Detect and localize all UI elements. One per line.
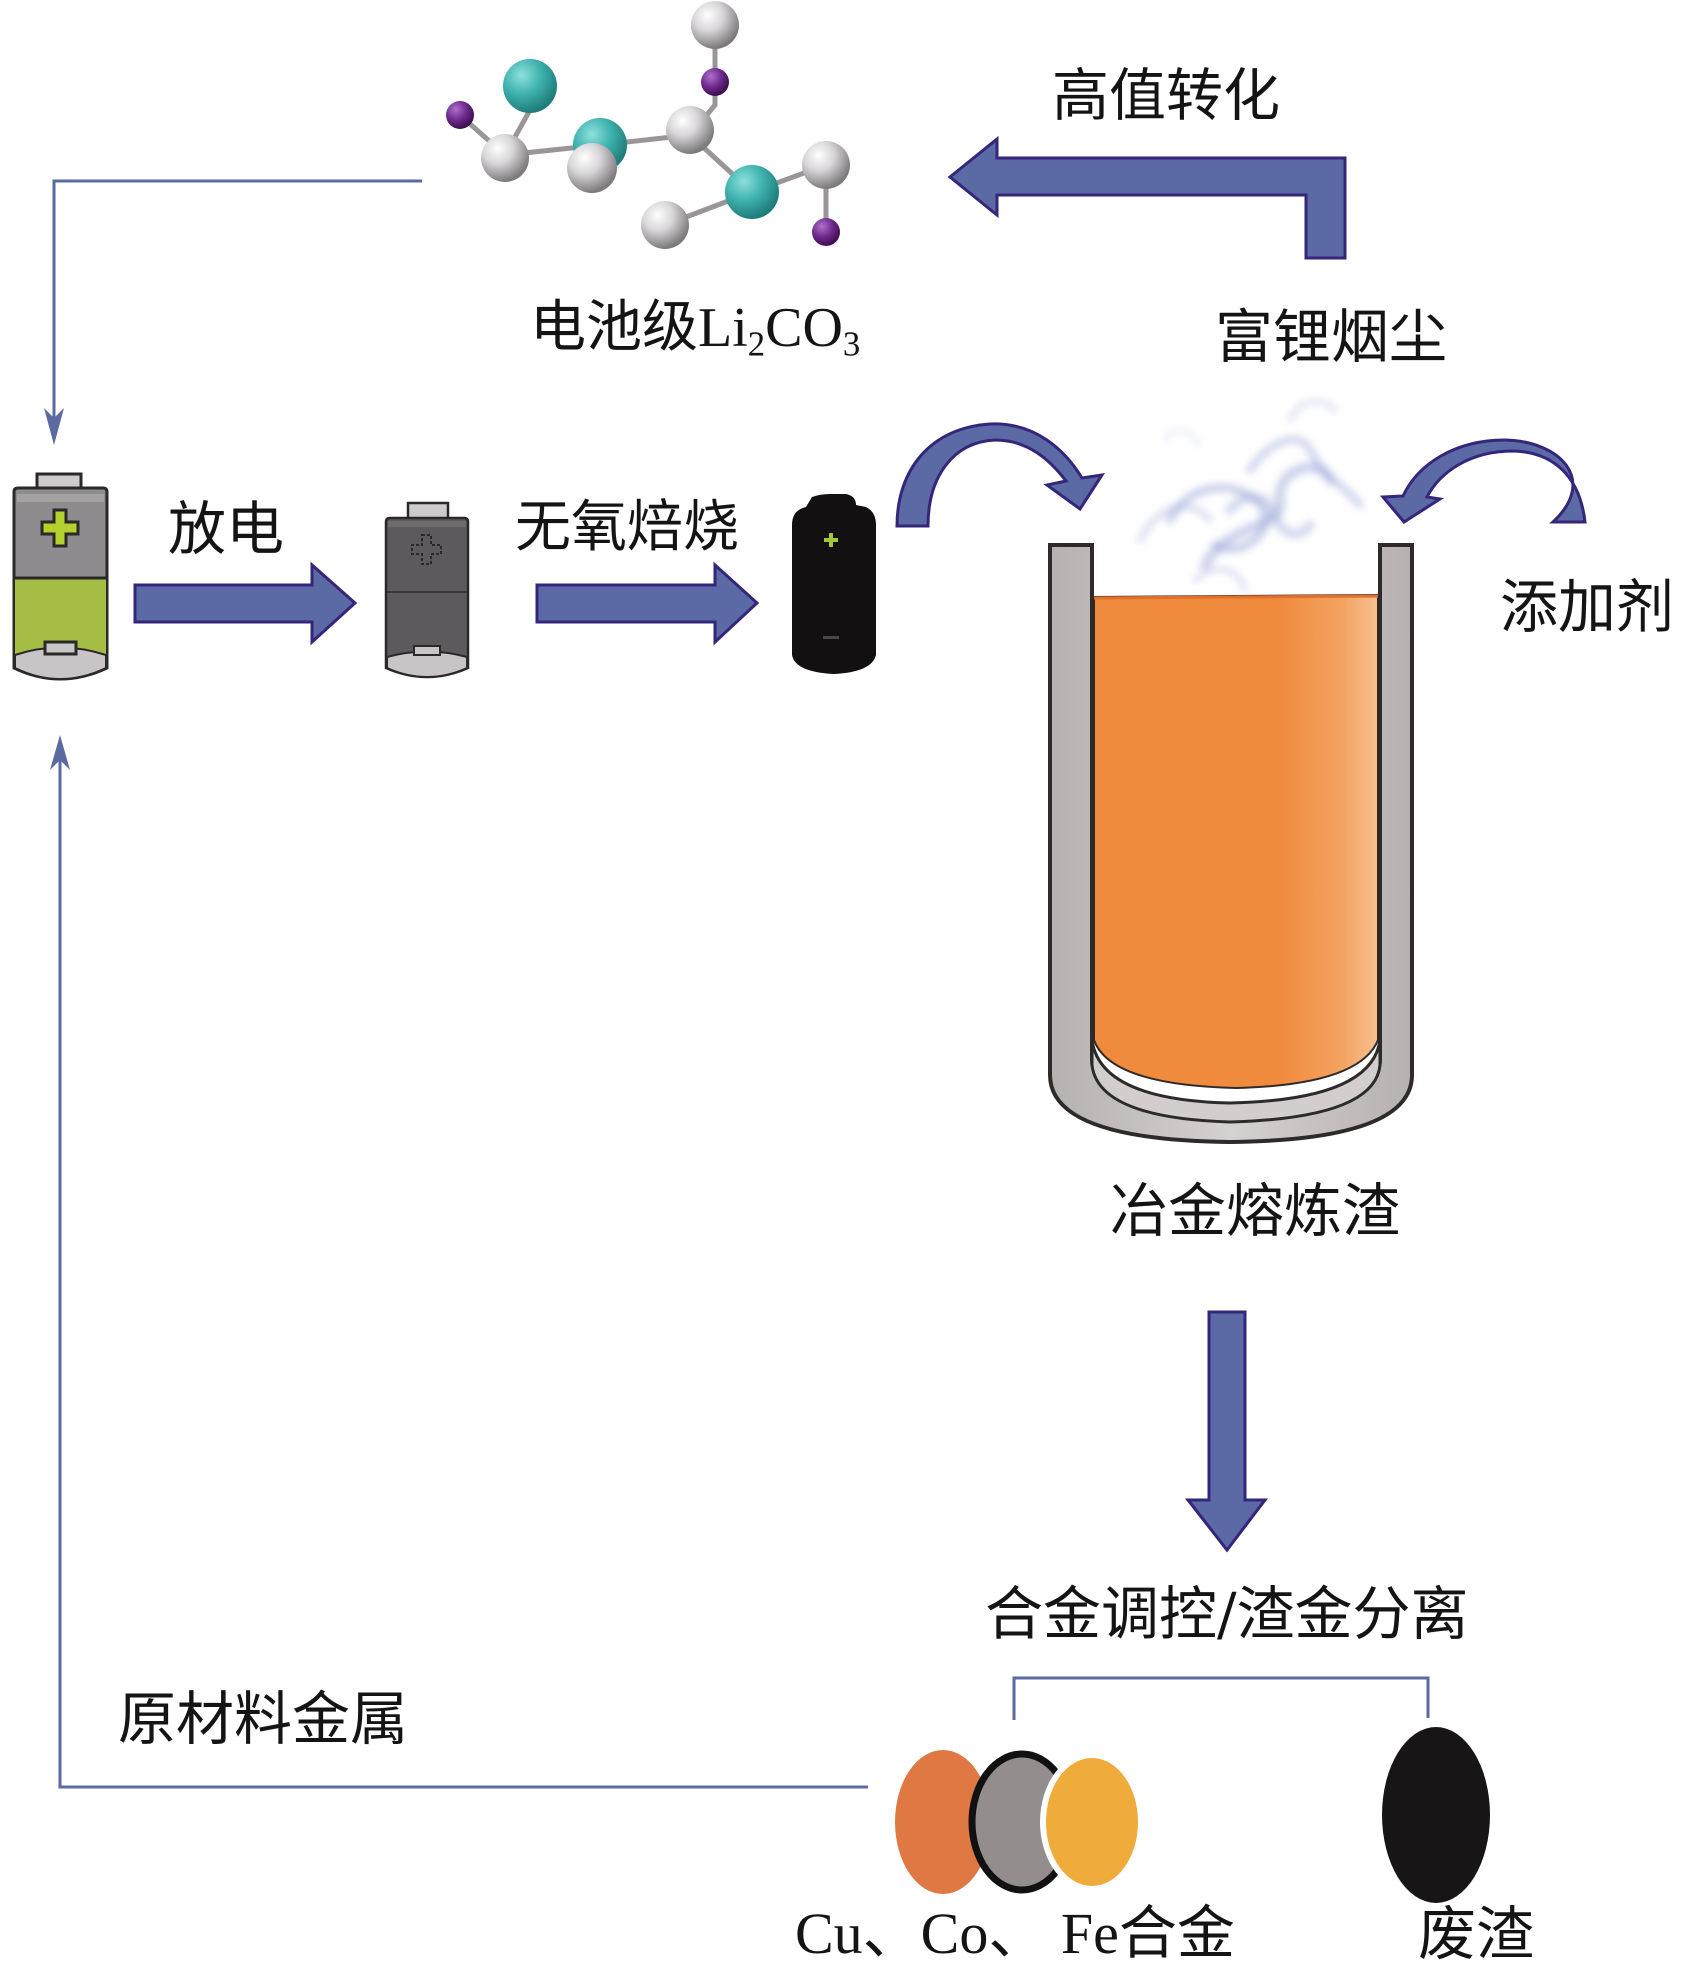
atom-gray	[641, 201, 689, 249]
product-prefix: 电池级	[530, 295, 698, 360]
high-value-conversion-label: 高值转化	[1052, 63, 1280, 129]
smelting-slag-label: 冶金熔炼渣	[1110, 1177, 1401, 1245]
alloy-icon	[895, 1750, 1144, 1894]
alloy-output-label: Cu、Co、 Fe合金	[795, 1901, 1235, 1966]
roasted-battery-icon	[792, 494, 876, 674]
discharged-battery-icon	[384, 501, 470, 679]
formula-co: CO	[765, 297, 843, 359]
atom-gray	[691, 1, 739, 49]
discharge-arrow-icon	[133, 561, 358, 646]
high-value-conversion-arrow-icon	[950, 138, 1345, 258]
formula-sub-2: 2	[747, 324, 766, 364]
anaerobic-roasting-label: 无氧焙烧	[515, 495, 739, 560]
separation-arrow-icon	[1184, 1310, 1269, 1553]
minus-icon	[43, 640, 78, 656]
atom-gray	[481, 134, 529, 182]
bent-arrow-left-icon	[947, 135, 1347, 260]
arrowhead-up-icon	[50, 735, 70, 770]
atom-gray	[802, 141, 850, 189]
crucible-icon	[1048, 543, 1414, 1145]
atom-purple	[446, 101, 474, 129]
plus-icon	[411, 534, 442, 565]
atom-gray	[567, 143, 617, 193]
charged-battery-icon	[12, 472, 109, 681]
minus-icon	[823, 636, 839, 639]
recycle-connector-top	[44, 179, 422, 445]
atom-purple	[701, 68, 729, 96]
alloy-control-label: 合金调控/渣金分离	[985, 1580, 1469, 1648]
discharge-label: 放电	[168, 495, 285, 563]
recycle-connector-bottom	[50, 735, 868, 1789]
waste-slag-icon	[1382, 1727, 1490, 1903]
product-label: 电池级Li2CO3	[530, 300, 860, 362]
arrowhead-down-icon	[44, 408, 64, 445]
li2co3-molecule-icon	[446, 1, 850, 249]
atom-teal	[725, 165, 779, 219]
molten-slag	[1093, 593, 1379, 1090]
li-rich-dust-label: 富锂烟尘	[1215, 303, 1448, 371]
smoke-icon	[1137, 398, 1364, 593]
additive-label: 添加剂	[1500, 573, 1675, 641]
curved-arrow-in-right-icon	[1379, 438, 1587, 524]
cu-ellipse	[895, 1750, 991, 1894]
curved-arrow-in-left-icon	[895, 422, 1106, 528]
atom-gray	[666, 106, 714, 154]
formula-sub-3: 3	[842, 324, 861, 364]
minus-icon	[413, 645, 441, 656]
formula-li: Li	[698, 297, 748, 359]
atom-teal	[503, 59, 557, 113]
fe-ellipse	[1046, 1758, 1138, 1886]
waste-slag-label: 废渣	[1418, 1900, 1535, 1968]
roasting-arrow-icon	[535, 561, 760, 646]
plus-icon	[40, 508, 80, 548]
atom-purple	[812, 218, 840, 246]
raw-material-metal-label: 原材料金属	[118, 1685, 409, 1753]
separation-bracket	[1012, 1676, 1430, 1720]
